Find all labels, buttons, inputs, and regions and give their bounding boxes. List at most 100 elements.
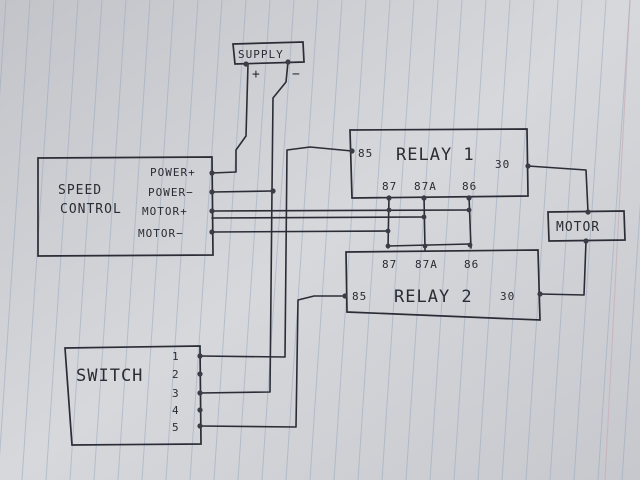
junction-dot [270, 188, 276, 194]
ruled-line [261, 0, 295, 480]
junction-dots [197, 59, 591, 429]
relay2-pin-87a: 87A [415, 258, 438, 271]
relay1-box [349, 128, 529, 199]
supply-plus-label: + [252, 67, 261, 82]
ruled-line [405, 0, 439, 480]
junction-dot [466, 207, 472, 213]
ruled-line [381, 0, 415, 480]
switch-terminal-3: 3 [172, 387, 180, 400]
junction-dot [422, 243, 428, 249]
junction-dot [349, 148, 355, 154]
relay2-pin-30: 30 [500, 290, 515, 303]
ruled-line [429, 0, 463, 480]
motor-box [547, 210, 626, 242]
ruled-line [309, 0, 343, 480]
speed-control-label: CONTROL [60, 202, 122, 217]
wire-87a-link [423, 195, 426, 251]
relay2-pin-86: 86 [464, 258, 479, 271]
junction-dot [385, 228, 391, 234]
ruled-line [69, 0, 103, 480]
junction-dot [385, 243, 391, 249]
ruled-line [45, 0, 79, 480]
relay2-pin-85: 85 [352, 290, 367, 303]
switch-terminal-1: 1 [172, 350, 180, 363]
wire-relay1-motor [527, 165, 589, 213]
wire-switch5-relay2 [199, 295, 346, 428]
relay1-pin-87a: 87A [414, 180, 437, 193]
terminal-motor-plus: MOTOR+ [142, 205, 188, 218]
junction-dot [209, 189, 215, 195]
speed-control-label: SPEED [58, 183, 102, 198]
switch-terminal-4: 4 [172, 404, 180, 417]
relay2-pin-87: 87 [382, 258, 397, 271]
motor-label: MOTOR [556, 220, 600, 235]
switch-terminal-5: 5 [172, 421, 180, 434]
switch-terminal-2: 2 [172, 368, 180, 381]
ruled-line [165, 0, 199, 480]
junction-dot [537, 291, 543, 297]
ruled-line [117, 0, 151, 480]
ruled-line [525, 0, 559, 480]
wire-supply-plus [211, 63, 249, 174]
ruled-line [501, 0, 535, 480]
ruled-line [141, 0, 175, 480]
wire-relay2-motor [539, 240, 587, 296]
ruled-line [0, 0, 31, 458]
junction-dot [421, 195, 427, 201]
relay1-pin-85: 85 [358, 147, 373, 160]
junction-dot [285, 59, 291, 65]
ruled-line [357, 0, 391, 480]
switch-label: SWITCH [76, 366, 143, 386]
wire-relay-cross [387, 243, 471, 247]
ruled-line [285, 0, 319, 480]
ruled-line [189, 0, 223, 480]
junction-dot [209, 229, 215, 235]
ruled-line [0, 0, 7, 98]
speed-control-box [37, 156, 214, 257]
junction-dot [197, 423, 203, 429]
junction-dot [386, 195, 392, 201]
junction-dot [197, 371, 203, 377]
wire-motor-minus-bus [211, 230, 389, 233]
wire-87a-bus [211, 216, 425, 219]
junction-dot [585, 209, 591, 215]
junction-dot [209, 208, 215, 214]
relay1-pin-86: 86 [462, 180, 477, 193]
wire-motor-plus-bus [211, 209, 471, 212]
wire-switch1-relay1 [199, 146, 353, 358]
junction-dot [342, 293, 348, 299]
wire-86-link [468, 195, 472, 249]
wire-power-minus [211, 190, 273, 193]
ruled-line [237, 0, 271, 480]
junction-dot [197, 353, 203, 359]
supply-minus-label: − [292, 67, 301, 82]
supply-label: SUPPLY [238, 48, 284, 61]
junction-dot [197, 407, 203, 413]
ruled-line [333, 0, 367, 480]
relay2-box [345, 249, 541, 321]
ruled-line [621, 202, 640, 480]
junction-dot [243, 61, 249, 67]
relay1-label: RELAY 1 [396, 145, 475, 165]
switch-box [64, 345, 202, 446]
supply-box [232, 41, 305, 65]
relay1-pin-30: 30 [495, 158, 510, 171]
junction-dot [209, 170, 215, 176]
wire-supply-minus [199, 61, 289, 394]
junction-dot [421, 214, 427, 220]
terminal-power-plus: POWER+ [150, 166, 196, 179]
terminal-motor-minus: MOTOR− [138, 227, 184, 240]
ruled-line [477, 0, 511, 480]
relay1-pin-87: 87 [382, 180, 397, 193]
junction-dot [197, 390, 203, 396]
ruled-line [213, 0, 247, 480]
junction-dot [467, 242, 473, 248]
terminal-power-minus: POWER− [148, 186, 194, 199]
junction-dot [525, 163, 531, 169]
relay2-label: RELAY 2 [394, 287, 473, 307]
wire-87-link [387, 195, 390, 249]
